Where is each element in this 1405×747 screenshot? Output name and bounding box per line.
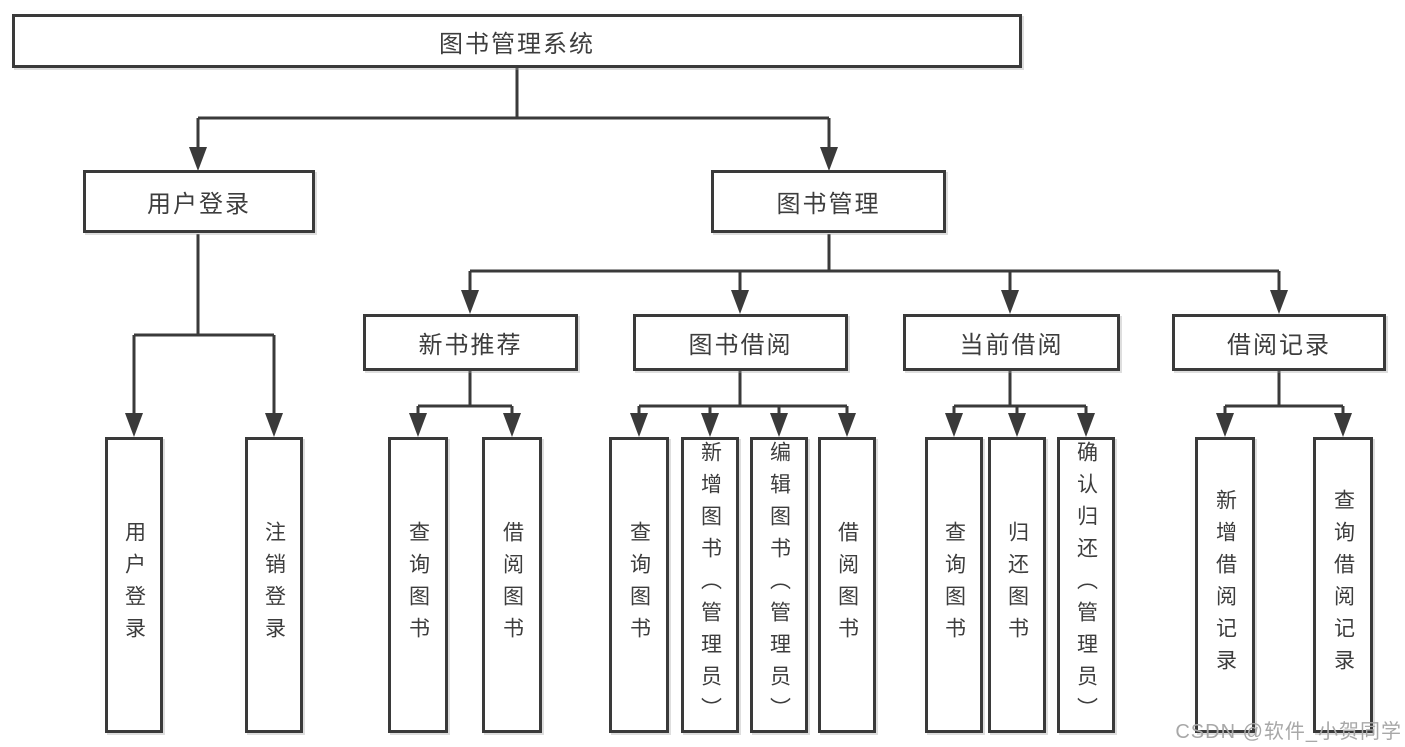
leaf-borrow-books-label: 借阅图书 bbox=[835, 521, 859, 649]
leaf-add-books-admin: 新增图书（管理员） bbox=[681, 437, 739, 733]
leaf-borrow-books-recommend-label: 借阅图书 bbox=[500, 521, 524, 649]
leaf-query-books-current: 查询图书 bbox=[925, 437, 983, 733]
connector-new-book-to-leaves bbox=[409, 371, 521, 437]
leaf-user-login-label: 用户登录 bbox=[122, 521, 146, 649]
csdn-watermark: CSDN @软件_小贺同学 bbox=[1175, 721, 1402, 743]
leaf-return-books-label: 归还图书 bbox=[1005, 521, 1029, 649]
node-book-management-label: 图书管理 bbox=[776, 191, 881, 218]
node-new-book-recommend-label: 新书推荐 bbox=[418, 332, 523, 359]
leaf-logout-label: 注销登录 bbox=[262, 521, 286, 649]
leaf-add-borrow-record: 新增借阅记录 bbox=[1195, 437, 1255, 733]
connector-borrow-records-to-leaves bbox=[1216, 371, 1352, 437]
leaf-user-login: 用户登录 bbox=[105, 437, 163, 733]
connector-book-borrow-to-leaves bbox=[630, 371, 856, 437]
leaf-edit-books-admin-label: 编辑图书（管理员） bbox=[767, 441, 791, 729]
leaf-query-borrow-record: 查询借阅记录 bbox=[1313, 437, 1373, 733]
leaf-query-books-recommend: 查询图书 bbox=[388, 437, 448, 733]
node-library-management-system-label: 图书管理系统 bbox=[439, 30, 595, 58]
node-borrow-records-label: 借阅记录 bbox=[1227, 332, 1331, 359]
node-current-borrow: 当前借阅 bbox=[903, 314, 1120, 371]
leaf-add-borrow-record-label: 新增借阅记录 bbox=[1213, 489, 1237, 681]
node-user-login-label: 用户登录 bbox=[147, 191, 251, 218]
connector-book-management-to-level3 bbox=[461, 234, 1288, 314]
node-current-borrow-label: 当前借阅 bbox=[959, 332, 1064, 359]
leaf-query-books-borrow: 查询图书 bbox=[609, 437, 669, 733]
leaf-query-books-recommend-label: 查询图书 bbox=[406, 521, 430, 649]
node-library-management-system: 图书管理系统 bbox=[12, 14, 1022, 68]
node-book-management: 图书管理 bbox=[711, 170, 946, 233]
node-book-borrow-label: 图书借阅 bbox=[688, 332, 793, 359]
leaf-logout: 注销登录 bbox=[245, 437, 303, 733]
node-new-book-recommend: 新书推荐 bbox=[363, 314, 578, 371]
connector-user-login-to-leaves bbox=[125, 234, 283, 437]
connector-root-to-level2 bbox=[189, 68, 838, 171]
leaf-borrow-books-recommend: 借阅图书 bbox=[482, 437, 542, 733]
node-book-borrow: 图书借阅 bbox=[633, 314, 848, 371]
leaf-confirm-return-admin: 确认归还（管理员） bbox=[1057, 437, 1115, 733]
leaf-edit-books-admin: 编辑图书（管理员） bbox=[750, 437, 808, 733]
leaf-confirm-return-admin-label: 确认归还（管理员） bbox=[1074, 441, 1098, 729]
leaf-borrow-books: 借阅图书 bbox=[818, 437, 876, 733]
leaf-query-books-current-label: 查询图书 bbox=[942, 521, 966, 649]
leaf-return-books: 归还图书 bbox=[988, 437, 1046, 733]
connector-current-borrow-to-leaves bbox=[945, 371, 1095, 437]
node-user-login: 用户登录 bbox=[83, 170, 315, 233]
leaf-query-borrow-record-label: 查询借阅记录 bbox=[1331, 489, 1355, 681]
leaf-query-books-borrow-label: 查询图书 bbox=[627, 521, 651, 649]
leaf-add-books-admin-label: 新增图书（管理员） bbox=[698, 441, 722, 729]
node-borrow-records: 借阅记录 bbox=[1172, 314, 1386, 371]
